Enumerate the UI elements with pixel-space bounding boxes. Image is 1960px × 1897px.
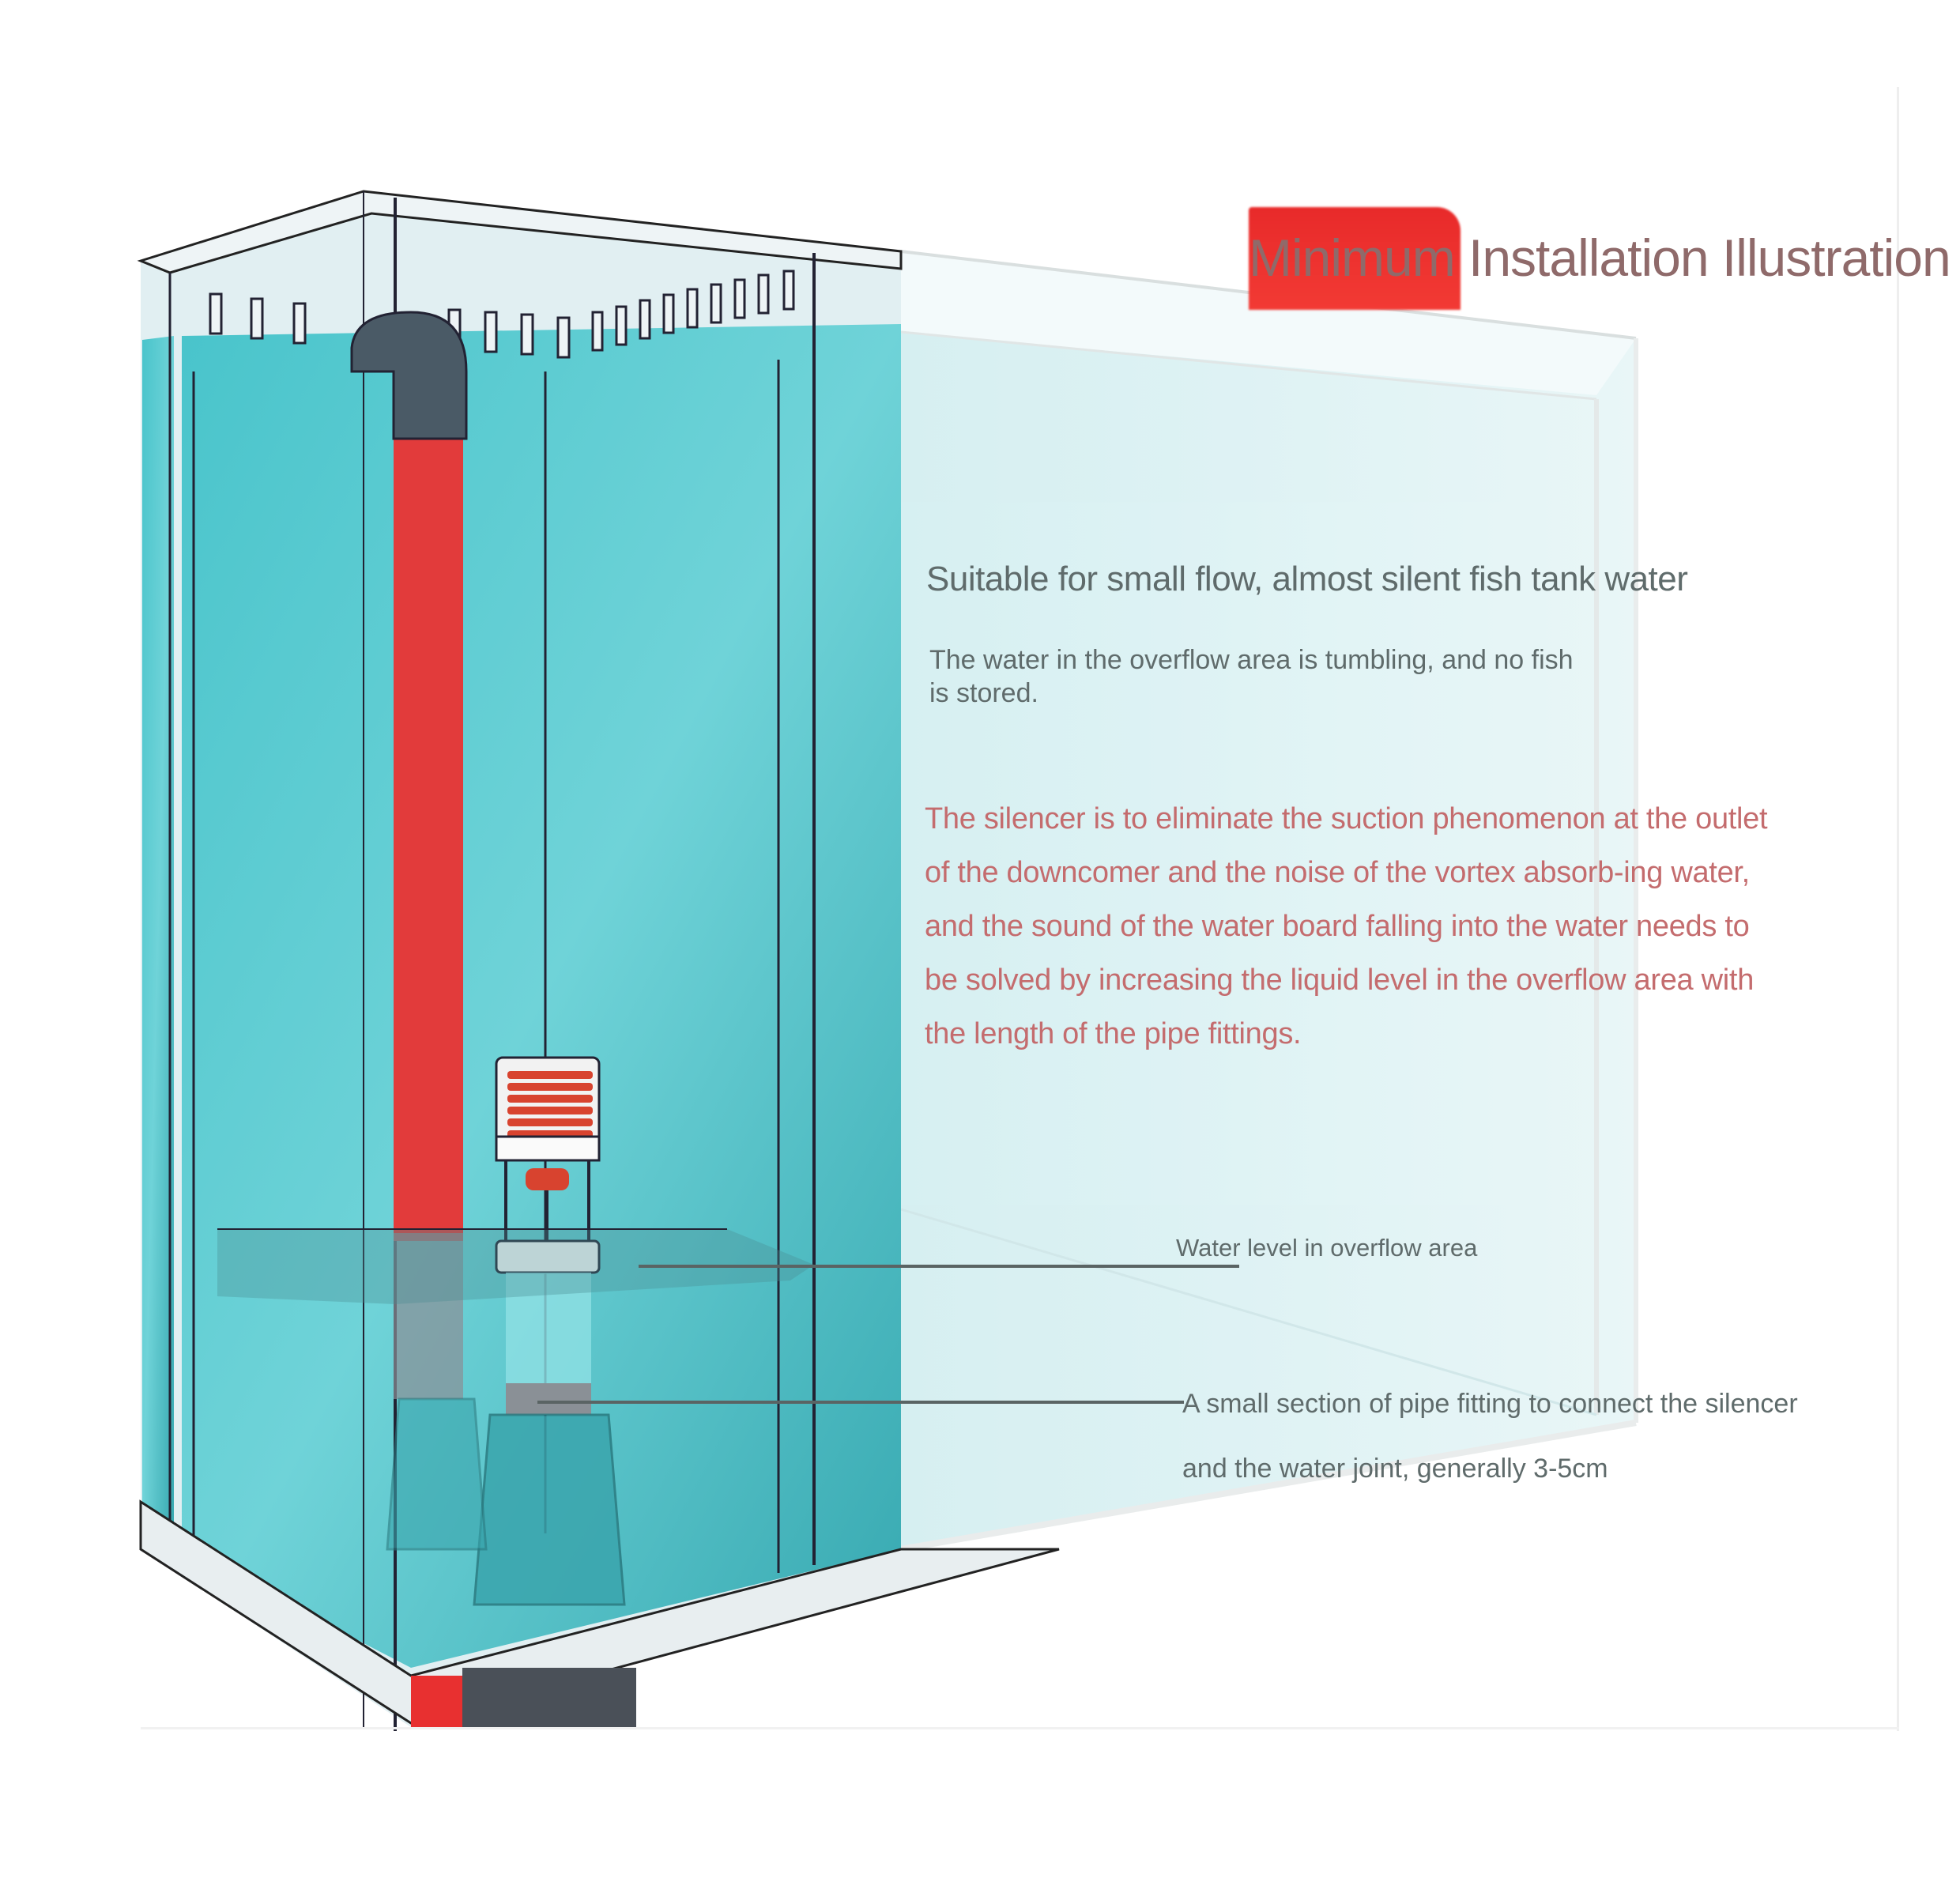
overflow-note: The water in the overflow area is tumbli… — [929, 645, 1574, 708]
silencer-device — [386, 1056, 626, 1606]
subtitle: Suitable for small flow, almost silent f… — [926, 560, 1688, 598]
silencer-description: The silencer is to eliminate the suction… — [925, 802, 1768, 1050]
page-title: Minimum Installation Illustration — [1249, 228, 1951, 287]
callout-leader-line — [537, 1401, 1184, 1404]
frame-divider — [141, 1727, 1899, 1729]
callout-pipe-fitting: A small section of pipe fitting to conne… — [1182, 1389, 1798, 1484]
main-tank-glass — [900, 250, 1638, 1552]
callout-water-level: Water level in overflow area — [1176, 1234, 1478, 1262]
callout-leader-line — [639, 1265, 1239, 1268]
downcomer-pipe — [350, 311, 468, 1399]
title-accent-block — [1249, 207, 1461, 310]
frame-divider — [1897, 87, 1899, 1731]
overflow-comb — [209, 270, 795, 359]
